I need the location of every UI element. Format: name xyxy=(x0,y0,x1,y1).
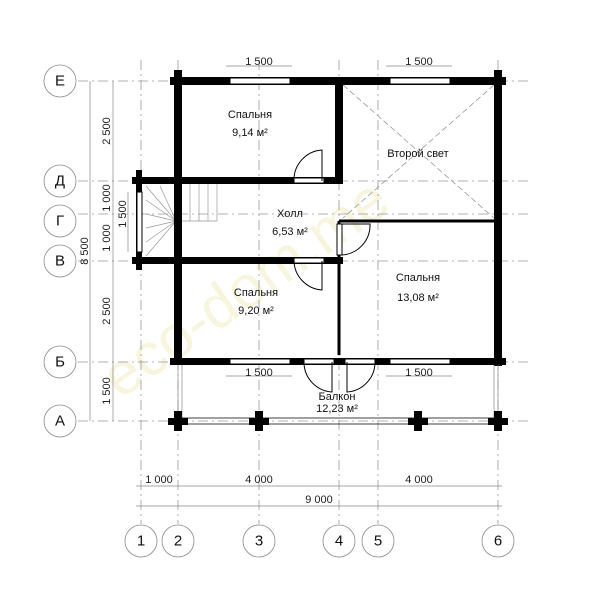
dim-left-4: 2 500 xyxy=(101,297,113,325)
axis-label-e: Е xyxy=(55,73,65,90)
dim-window-bottom-1: 1 500 xyxy=(245,367,273,379)
room-name-hall: Холл xyxy=(277,208,303,220)
dim-left-1: 2 500 xyxy=(101,117,113,145)
room-name-bedroom-3: Спальня xyxy=(396,272,440,284)
axis-label-6: 6 xyxy=(494,533,502,550)
second-light-cross xyxy=(342,84,495,219)
grid-axes xyxy=(78,60,530,524)
room-name-balcony: Балкон xyxy=(319,391,356,403)
dim-left-3: 1 000 xyxy=(101,224,113,252)
axis-label-1: 1 xyxy=(137,533,145,550)
axis-label-a: А xyxy=(55,413,65,430)
axis-label-5: 5 xyxy=(374,533,382,550)
windows xyxy=(136,77,451,365)
dim-left-total: 8 500 xyxy=(79,237,91,265)
axis-label-v: В xyxy=(55,253,65,270)
room-name-second-light: Второй свет xyxy=(387,148,448,160)
dim-window-top-1: 1 500 xyxy=(245,56,273,68)
row-axis-markers: Е Д Г В Б А xyxy=(43,64,77,438)
dim-window-top-2: 1 500 xyxy=(405,56,433,68)
dim-window-bottom-2: 1 500 xyxy=(405,367,433,379)
dim-left-5: 1 500 xyxy=(101,377,113,405)
dim-bottom-1: 1 000 xyxy=(145,474,173,486)
room-area-bedroom-2: 9,20 м² xyxy=(238,305,274,317)
column-axis-markers: 1 2 3 4 5 6 xyxy=(124,524,515,558)
room-name-bedroom-1: Спальня xyxy=(228,109,272,121)
window-dimensions: 1 500 1 500 1 500 1 500 xyxy=(226,56,452,379)
dim-left-2: 1 000 xyxy=(101,184,113,212)
axis-label-4: 4 xyxy=(335,533,343,550)
axis-label-d: Д xyxy=(55,173,65,190)
axis-label-g: Г xyxy=(56,213,64,230)
room-area-hall: 6,53 м² xyxy=(272,226,308,238)
dim-stair-window: 1 500 xyxy=(117,200,129,228)
axis-label-3: 3 xyxy=(255,533,263,550)
doors xyxy=(293,149,376,393)
room-area-bedroom-3: 13,08 м² xyxy=(397,292,439,304)
dim-bottom-3: 4 000 xyxy=(405,474,433,486)
room-area-bedroom-1: 9,14 м² xyxy=(232,127,268,139)
axis-label-b: Б xyxy=(55,354,65,371)
bottom-dimensions: 1 000 4 000 4 000 9 000 xyxy=(136,474,502,507)
room-area-balcony: 12,23 м² xyxy=(316,403,358,415)
balcony-railing xyxy=(168,365,508,431)
room-name-bedroom-2: Спальня xyxy=(234,287,278,299)
dim-bottom-total: 9 000 xyxy=(305,494,333,506)
left-dimensions: 2 500 1 000 1 000 2 500 1 500 1 500 8 50… xyxy=(79,81,129,421)
dim-bottom-2: 4 000 xyxy=(245,474,273,486)
axis-label-2: 2 xyxy=(174,533,182,550)
